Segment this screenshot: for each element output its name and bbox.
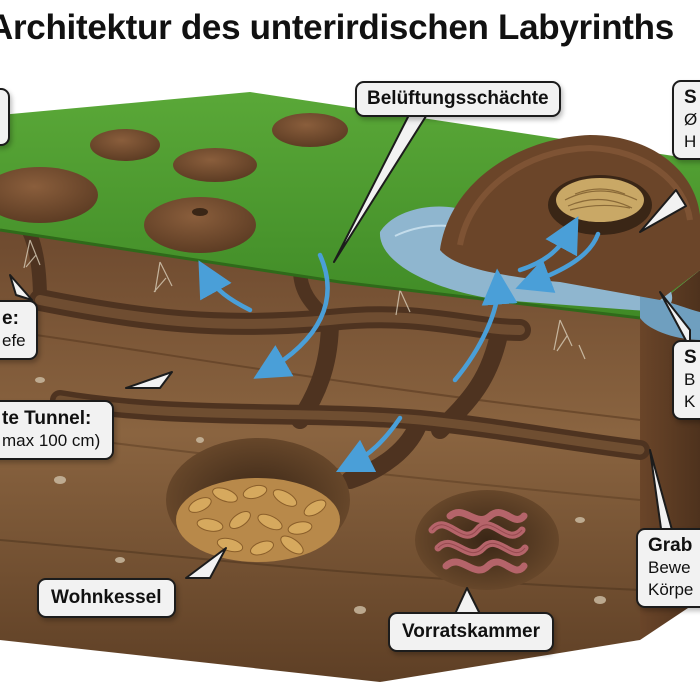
right-top-sub1: Ø — [684, 110, 698, 129]
callout-tunnels: te Tunnel: max 100 cm) — [0, 400, 115, 460]
digging-sub1: Bewe — [648, 558, 691, 577]
living-chamber — [166, 438, 350, 562]
callout-ventilation-shafts: Belüftungsschächte — [355, 81, 561, 117]
left-middle-title: e: — [2, 308, 19, 329]
callout-right-middle: S B K — [672, 340, 700, 420]
ventilation-label: Belüftungsschächte — [367, 88, 549, 109]
tunnel-title: te Tunnel: — [2, 408, 92, 429]
right-middle-sub1: B — [684, 370, 696, 389]
roots — [23, 239, 586, 360]
callout-left-top-edge — [0, 88, 10, 146]
callout-left-middle: e: efe — [0, 300, 38, 360]
callout-digging: Grab Bewe Körpe — [636, 528, 700, 608]
pantry-chamber — [415, 490, 559, 590]
left-middle-sub: efe — [2, 331, 26, 350]
molehills — [0, 113, 348, 253]
right-top-sub2: H — [684, 132, 697, 151]
pantry-label: Vorratskammer — [402, 621, 541, 642]
tunnel-sub: max 100 cm) — [2, 431, 101, 450]
living-chamber-label: Wohnkessel — [51, 587, 162, 608]
callout-pantry: Vorratskammer — [388, 612, 555, 652]
diagram-title: Architektur des unterirdischen Labyrinth… — [0, 8, 674, 47]
digging-title: Grab — [648, 535, 693, 556]
callout-living-chamber: Wohnkessel — [37, 578, 176, 618]
right-top-title: S — [684, 87, 697, 108]
callout-right-top: S Ø H — [672, 80, 700, 160]
right-middle-sub2: K — [684, 392, 696, 411]
right-middle-title: S — [684, 347, 697, 368]
digging-sub2: Körpe — [648, 580, 694, 599]
stones — [35, 377, 606, 614]
airflow-arrows — [198, 216, 601, 473]
